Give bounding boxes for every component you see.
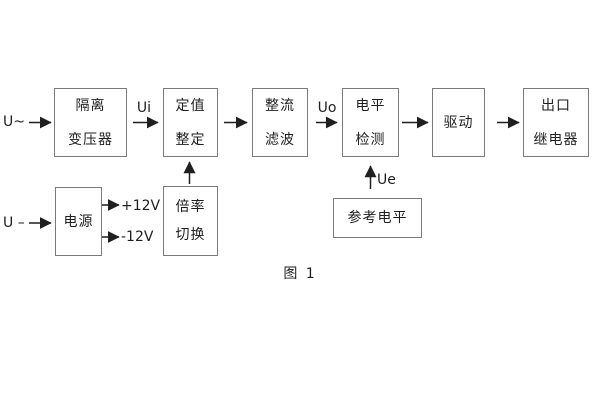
figure-caption: 图 1 [283, 266, 317, 282]
label-dc-input: U – [3, 215, 25, 231]
block-label-line: 滤波 [265, 131, 295, 148]
label-ui: Ui [136, 100, 152, 116]
block-label-line: 继电器 [533, 131, 579, 148]
block-power-supply: 电源 [55, 187, 102, 256]
block-label-line: 倍率 [175, 199, 206, 215]
block-label-line: 驱动 [443, 114, 474, 131]
block-label-line: 变压器 [68, 131, 113, 148]
block-ratio-switch: 倍率 切换 [163, 186, 218, 256]
block-value-setting: 定值 整定 [163, 88, 218, 157]
label-uo: Uo [317, 100, 337, 116]
block-reference-level: 参考电平 [333, 198, 422, 238]
block-label-line: 参考电平 [347, 210, 408, 226]
block-isolation-transformer: 隔离 变压器 [54, 88, 127, 157]
block-label-line: 电平 [355, 97, 386, 114]
block-label-line: 整流 [265, 97, 295, 114]
block-output-relay: 出口 继电器 [523, 88, 589, 157]
block-label-line: 整定 [175, 131, 206, 148]
block-driver: 驱动 [432, 88, 485, 157]
label-minus-12v: -12V [121, 229, 154, 245]
label-ac-input: U~ [3, 114, 25, 130]
block-label-line: 定值 [175, 97, 206, 114]
block-label-line: 电源 [63, 213, 94, 230]
block-rectifier-filter: 整流 滤波 [252, 88, 308, 157]
block-label-line: 检测 [355, 131, 386, 148]
label-plus-12v: +12V [121, 198, 161, 214]
block-label-line: 出口 [541, 97, 571, 114]
label-ue: Ue [377, 172, 396, 188]
block-label-line: 切换 [175, 227, 206, 243]
block-label-line: 隔离 [75, 97, 106, 114]
block-level-detection: 电平 检测 [342, 88, 399, 157]
